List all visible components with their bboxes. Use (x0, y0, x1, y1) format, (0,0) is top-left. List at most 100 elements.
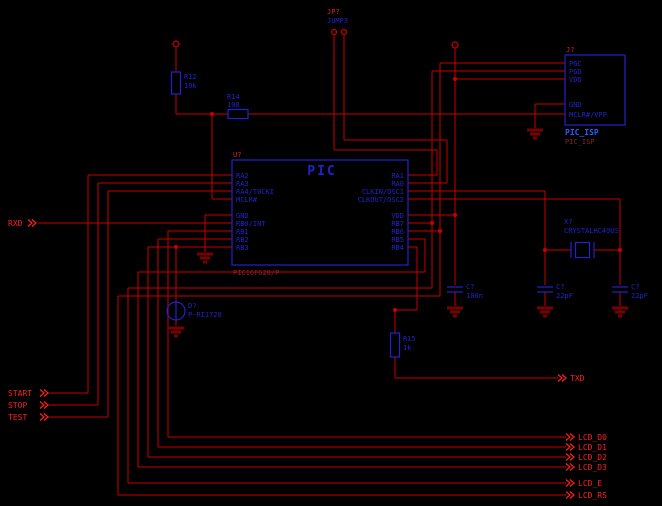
net-label-lcd-d0[interactable]: LCD_D0 (565, 433, 607, 442)
net-label-start[interactable]: START (8, 389, 49, 398)
svg-text:RA2: RA2 (236, 172, 249, 180)
net-arrow-icon (565, 443, 575, 451)
net-arrow-icon (565, 453, 575, 461)
net-arrow-icon (27, 219, 37, 227)
r14-body[interactable] (227, 108, 249, 120)
jumper-pin-icon (340, 28, 348, 36)
svg-text:RB3: RB3 (236, 244, 249, 252)
r12-value: 10k (184, 82, 197, 90)
power-pin-icon (172, 40, 180, 48)
svg-text:RB7: RB7 (391, 220, 404, 228)
r12-ref: R12 (184, 73, 197, 81)
crystal-body[interactable] (574, 241, 591, 259)
net-arrow-icon (39, 389, 49, 397)
svg-text:CLKOUT/OSC2: CLKOUT/OSC2 (358, 196, 404, 204)
net-label-text: LCD_D3 (578, 463, 607, 472)
svg-text:PGC: PGC (569, 60, 582, 68)
capacitor-c22-left[interactable]: C? 22pF (537, 283, 573, 300)
buzzer-d[interactable]: D? P-RI1720 (166, 301, 222, 321)
r15-value: 1k (403, 344, 412, 352)
junction-dots (174, 77, 622, 312)
svg-text:RA1: RA1 (391, 172, 404, 180)
jumper-ref: JP? (327, 8, 340, 16)
svg-text:RA4/T0CKI: RA4/T0CKI (236, 188, 274, 196)
crystal-ref: X? (564, 218, 572, 226)
net-label-lcd-e[interactable]: LCD_E (565, 479, 602, 488)
r15-ref: R15 (403, 335, 416, 343)
isp-ref: J? (566, 46, 574, 54)
net-label-text: LCD_D0 (578, 433, 607, 442)
net-arrow-icon (565, 479, 575, 487)
pic-right-pin-labels: RA1 RA0 CLKIN/OSC1 CLKOUT/OSC2 VDD RB7 R… (358, 172, 404, 252)
resistor-r14[interactable]: R14 100 (227, 93, 249, 120)
net-label-lcd-rs[interactable]: LCD_RS (565, 491, 607, 500)
net-label-lcd-d1[interactable]: LCD_D1 (565, 443, 607, 452)
pic-part-number: PIC16F628/P (233, 269, 279, 277)
isp-connector[interactable]: J? PGC PGD VDD GND MCLR#/VPP PIC_ISP PIC… (552, 46, 626, 146)
pic-component[interactable]: U? PIC PIC16F628/P RA2 RA3 RA4/T0CKI MCL… (231, 151, 409, 277)
c100n-value: 100n (466, 292, 483, 300)
ground-symbol-buzzer[interactable] (168, 326, 184, 338)
svg-text:RA0: RA0 (391, 180, 404, 188)
svg-text:CLKIN/OSC1: CLKIN/OSC1 (362, 188, 404, 196)
r15-body[interactable] (389, 332, 401, 358)
ground-symbol-c22-right[interactable] (612, 306, 628, 318)
ground-symbol-isp[interactable] (527, 128, 543, 140)
net-label-stop[interactable]: STOP (8, 401, 49, 410)
svg-text:MCLR#: MCLR# (236, 196, 258, 204)
svg-text:RB2: RB2 (236, 236, 249, 244)
wire-net-segments[interactable] (38, 35, 621, 496)
crystal-x[interactable]: X? CRYSTALHC49US (564, 218, 619, 259)
capacitor-c22-right[interactable]: C? 22pF (612, 283, 648, 300)
net-label-text: LCD_RS (578, 491, 607, 500)
ground-symbol-c100n[interactable] (447, 306, 463, 318)
net-label-text: LCD_E (578, 479, 602, 488)
isp-value: PIC_ISP (565, 138, 595, 146)
net-label-text: TXD (570, 374, 585, 383)
pic-ref: U? (233, 151, 241, 159)
net-label-text: RXD (8, 219, 23, 228)
ground-symbol-c22-left[interactable] (537, 306, 553, 318)
net-label-test[interactable]: TEST (8, 413, 49, 422)
buzzer-ref: D? (188, 302, 196, 310)
power-pin-circles[interactable] (172, 40, 459, 49)
jumper-value: JUMP3 (327, 17, 348, 25)
c22-left-ref: C? (556, 283, 564, 291)
buzzer-value: P-RI1720 (188, 311, 222, 319)
net-label-text: STOP (8, 401, 27, 410)
net-arrow-icon (565, 433, 575, 441)
r12-body[interactable] (170, 71, 182, 95)
svg-text:RB1: RB1 (236, 228, 249, 236)
svg-text:GND: GND (569, 101, 582, 109)
c100n-ref: C? (466, 283, 474, 291)
net-arrow-icon (565, 491, 575, 499)
svg-text:PGD: PGD (569, 68, 582, 76)
jumper-jp[interactable]: JP? JUMP3 (327, 8, 348, 36)
resistor-r15[interactable]: R15 1k (389, 332, 416, 358)
svg-text:MCLR#/VPP: MCLR#/VPP (569, 111, 607, 119)
ground-symbol-pic[interactable] (197, 252, 213, 264)
svg-text:GND: GND (236, 212, 249, 220)
isp-body[interactable] (564, 54, 626, 126)
power-pin-icon (451, 41, 459, 49)
capacitor-c100n[interactable]: C? 100n (447, 283, 483, 300)
net-arrow-icon (557, 374, 567, 382)
svg-text:VDD: VDD (569, 76, 582, 84)
crystal-value: CRYSTALHC49US (564, 227, 619, 235)
pic-body[interactable] (231, 159, 409, 266)
net-label-lcd-d2[interactable]: LCD_D2 (565, 453, 607, 462)
pic-title: PIC (307, 164, 336, 179)
r14-value: 100 (227, 101, 240, 109)
isp-pin-labels: PGC PGD VDD GND MCLR#/VPP (569, 60, 607, 119)
net-label-text: TEST (8, 413, 27, 422)
net-arrow-icon (39, 401, 49, 409)
net-label-lcd-d3[interactable]: LCD_D3 (565, 463, 607, 472)
resistor-r12[interactable]: R12 10k (170, 71, 198, 95)
svg-text:RB5: RB5 (391, 236, 404, 244)
c22-left-value: 22pF (556, 292, 573, 300)
net-label-txd[interactable]: TXD (557, 374, 585, 383)
net-label-rxd[interactable]: RXD (8, 219, 37, 228)
isp-name: PIC_ISP (565, 128, 599, 137)
